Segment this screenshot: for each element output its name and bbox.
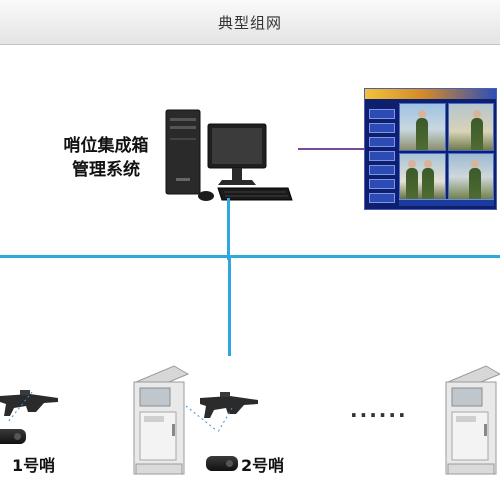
sentry-cabinet-icon [445, 365, 500, 475]
video-cell [447, 103, 494, 151]
rifle-icon [0, 390, 58, 416]
desktop-pc-icon [165, 109, 293, 201]
system-label-line1: 哨位集成箱 [63, 136, 149, 156]
system-label-line2: 管理系统 [72, 160, 140, 180]
ellipsis: ...... [350, 398, 408, 422]
monitor-screenshot [364, 88, 497, 210]
video-cell [447, 153, 494, 201]
monitor-title-bar [365, 89, 496, 99]
post-label-1: 1号哨 [12, 456, 56, 475]
monitor-menu [369, 109, 395, 207]
monitor-status-bar [399, 199, 494, 206]
video-cell [399, 103, 446, 151]
system-label: 哨位集成箱 管理系统 [46, 134, 166, 182]
header-bar: 典型组网 [0, 0, 500, 45]
id-tag-icon [0, 429, 26, 444]
bus-line-vertical [227, 198, 230, 260]
id-tag-icon [206, 456, 238, 471]
sentry-cabinet-icon [133, 365, 190, 475]
video-cell [399, 153, 446, 201]
link-line [298, 148, 364, 150]
header-title: 典型组网 [217, 13, 282, 32]
rifle-icon [200, 392, 258, 418]
bus-line-horizontal [0, 255, 500, 258]
bus-line-drop [228, 258, 231, 356]
monitor-video-grid [399, 103, 494, 201]
post-label-2: 2号哨 [241, 456, 285, 475]
signal-lines [7, 391, 233, 433]
